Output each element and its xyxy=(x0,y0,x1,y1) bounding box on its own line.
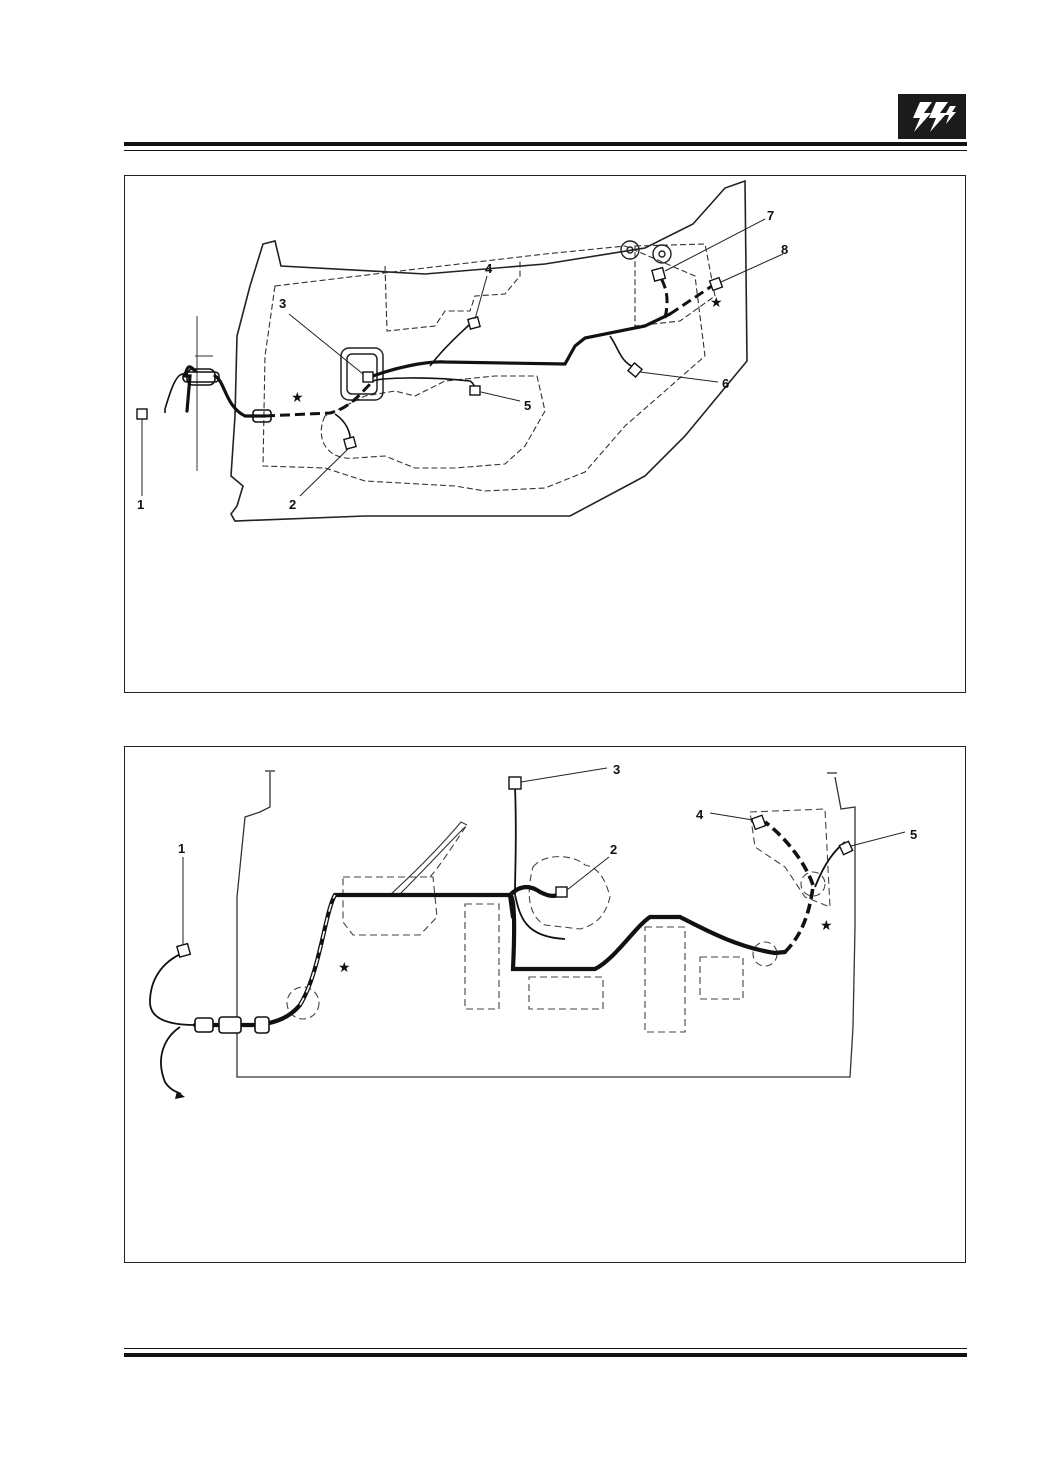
callout-label: 2 xyxy=(610,842,617,857)
callout-label: 3 xyxy=(279,296,286,311)
footer-rule-thick xyxy=(124,1353,967,1357)
callout-label: 6 xyxy=(722,376,729,391)
star-marker: ★ xyxy=(338,960,351,976)
callout-label: 1 xyxy=(178,841,185,856)
callout-label: 4 xyxy=(485,261,493,276)
callout-label: 2 xyxy=(289,497,296,512)
header-rule-thick xyxy=(124,142,967,146)
callout-label: 3 xyxy=(613,762,620,777)
callout-label: 4 xyxy=(696,807,704,822)
callout-label: 7 xyxy=(767,208,774,223)
callout-label: 5 xyxy=(524,398,531,413)
star-marker: ★ xyxy=(291,390,304,406)
wiring-diagram-top: 1 2 3 4 5 6 7 8 ★ ★ xyxy=(136,179,788,522)
connector-1 xyxy=(136,408,148,420)
header-rule-thin xyxy=(124,150,967,151)
star-marker: ★ xyxy=(710,295,723,311)
callout-label: 5 xyxy=(910,827,917,842)
figure-panel-bottom: 1 2 3 4 5 ★ ★ xyxy=(124,746,966,1263)
star-marker: ★ xyxy=(820,918,833,934)
callout-label: 8 xyxy=(781,242,788,257)
wiring-diagram-bottom: 1 2 3 4 5 ★ ★ xyxy=(149,762,917,1099)
callout-label: 1 xyxy=(137,497,144,512)
figure-panel-top: 1 2 3 4 5 6 7 8 ★ ★ xyxy=(124,175,966,693)
lightning-bolt-icon xyxy=(913,102,956,132)
header-logo xyxy=(898,94,966,139)
footer-rule-thin xyxy=(124,1348,967,1349)
